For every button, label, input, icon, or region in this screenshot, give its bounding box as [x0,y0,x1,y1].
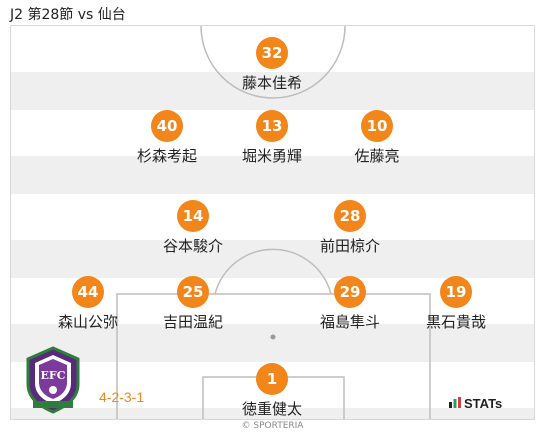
copyright-credit: © SPORTERIA [241,421,304,431]
club-crest-icon: EFC [24,346,82,418]
player-32[interactable]: 32 藤本佳希 [217,37,327,93]
player-number: 28 [334,200,366,232]
player-name: 森山公弥 [57,313,118,331]
player-name: 佐藤亮 [354,147,400,165]
player-1[interactable]: 1 徳重健太 [217,363,327,419]
player-name: 堀米勇輝 [241,147,302,165]
player-25[interactable]: 25 吉田温紀 [138,276,248,332]
player-number: 10 [361,110,393,142]
stats-bars-icon [449,397,461,408]
page-title: J2 第28節 vs 仙台 [10,7,126,23]
player-28[interactable]: 28 前田椋介 [295,200,405,256]
player-number: 40 [151,110,183,142]
player-14[interactable]: 14 谷本駿介 [138,200,248,256]
player-number: 14 [177,200,209,232]
player-number: 44 [72,276,104,308]
player-name: 徳重健太 [241,400,302,418]
player-name: 黒石貴哉 [425,313,486,331]
player-19[interactable]: 19 黒石貴哉 [401,276,511,332]
player-40[interactable]: 40 杉森考起 [112,110,222,166]
pitch [10,25,535,420]
player-number: 13 [256,110,288,142]
player-number: 32 [256,37,288,69]
player-44[interactable]: 44 森山公弥 [33,276,143,332]
player-name: 藤本佳希 [241,74,302,92]
stats-logo: STATs [449,396,502,411]
stats-label: STATs [464,396,503,411]
player-number: 25 [177,276,209,308]
player-name: 谷本駿介 [162,237,223,255]
player-name: 福島隼斗 [319,313,380,331]
player-number: 29 [334,276,366,308]
player-29[interactable]: 29 福島隼斗 [295,276,405,332]
formation-label: 4-2-3-1 [99,389,145,405]
player-13[interactable]: 13 堀米勇輝 [217,110,327,166]
player-10[interactable]: 10 佐藤亮 [322,110,432,166]
player-name: 杉森考起 [136,147,197,165]
player-name: 前田椋介 [319,237,380,255]
player-number: 1 [256,363,288,395]
player-name: 吉田温紀 [162,313,223,331]
svg-text:EFC: EFC [41,369,66,382]
player-number: 19 [440,276,472,308]
